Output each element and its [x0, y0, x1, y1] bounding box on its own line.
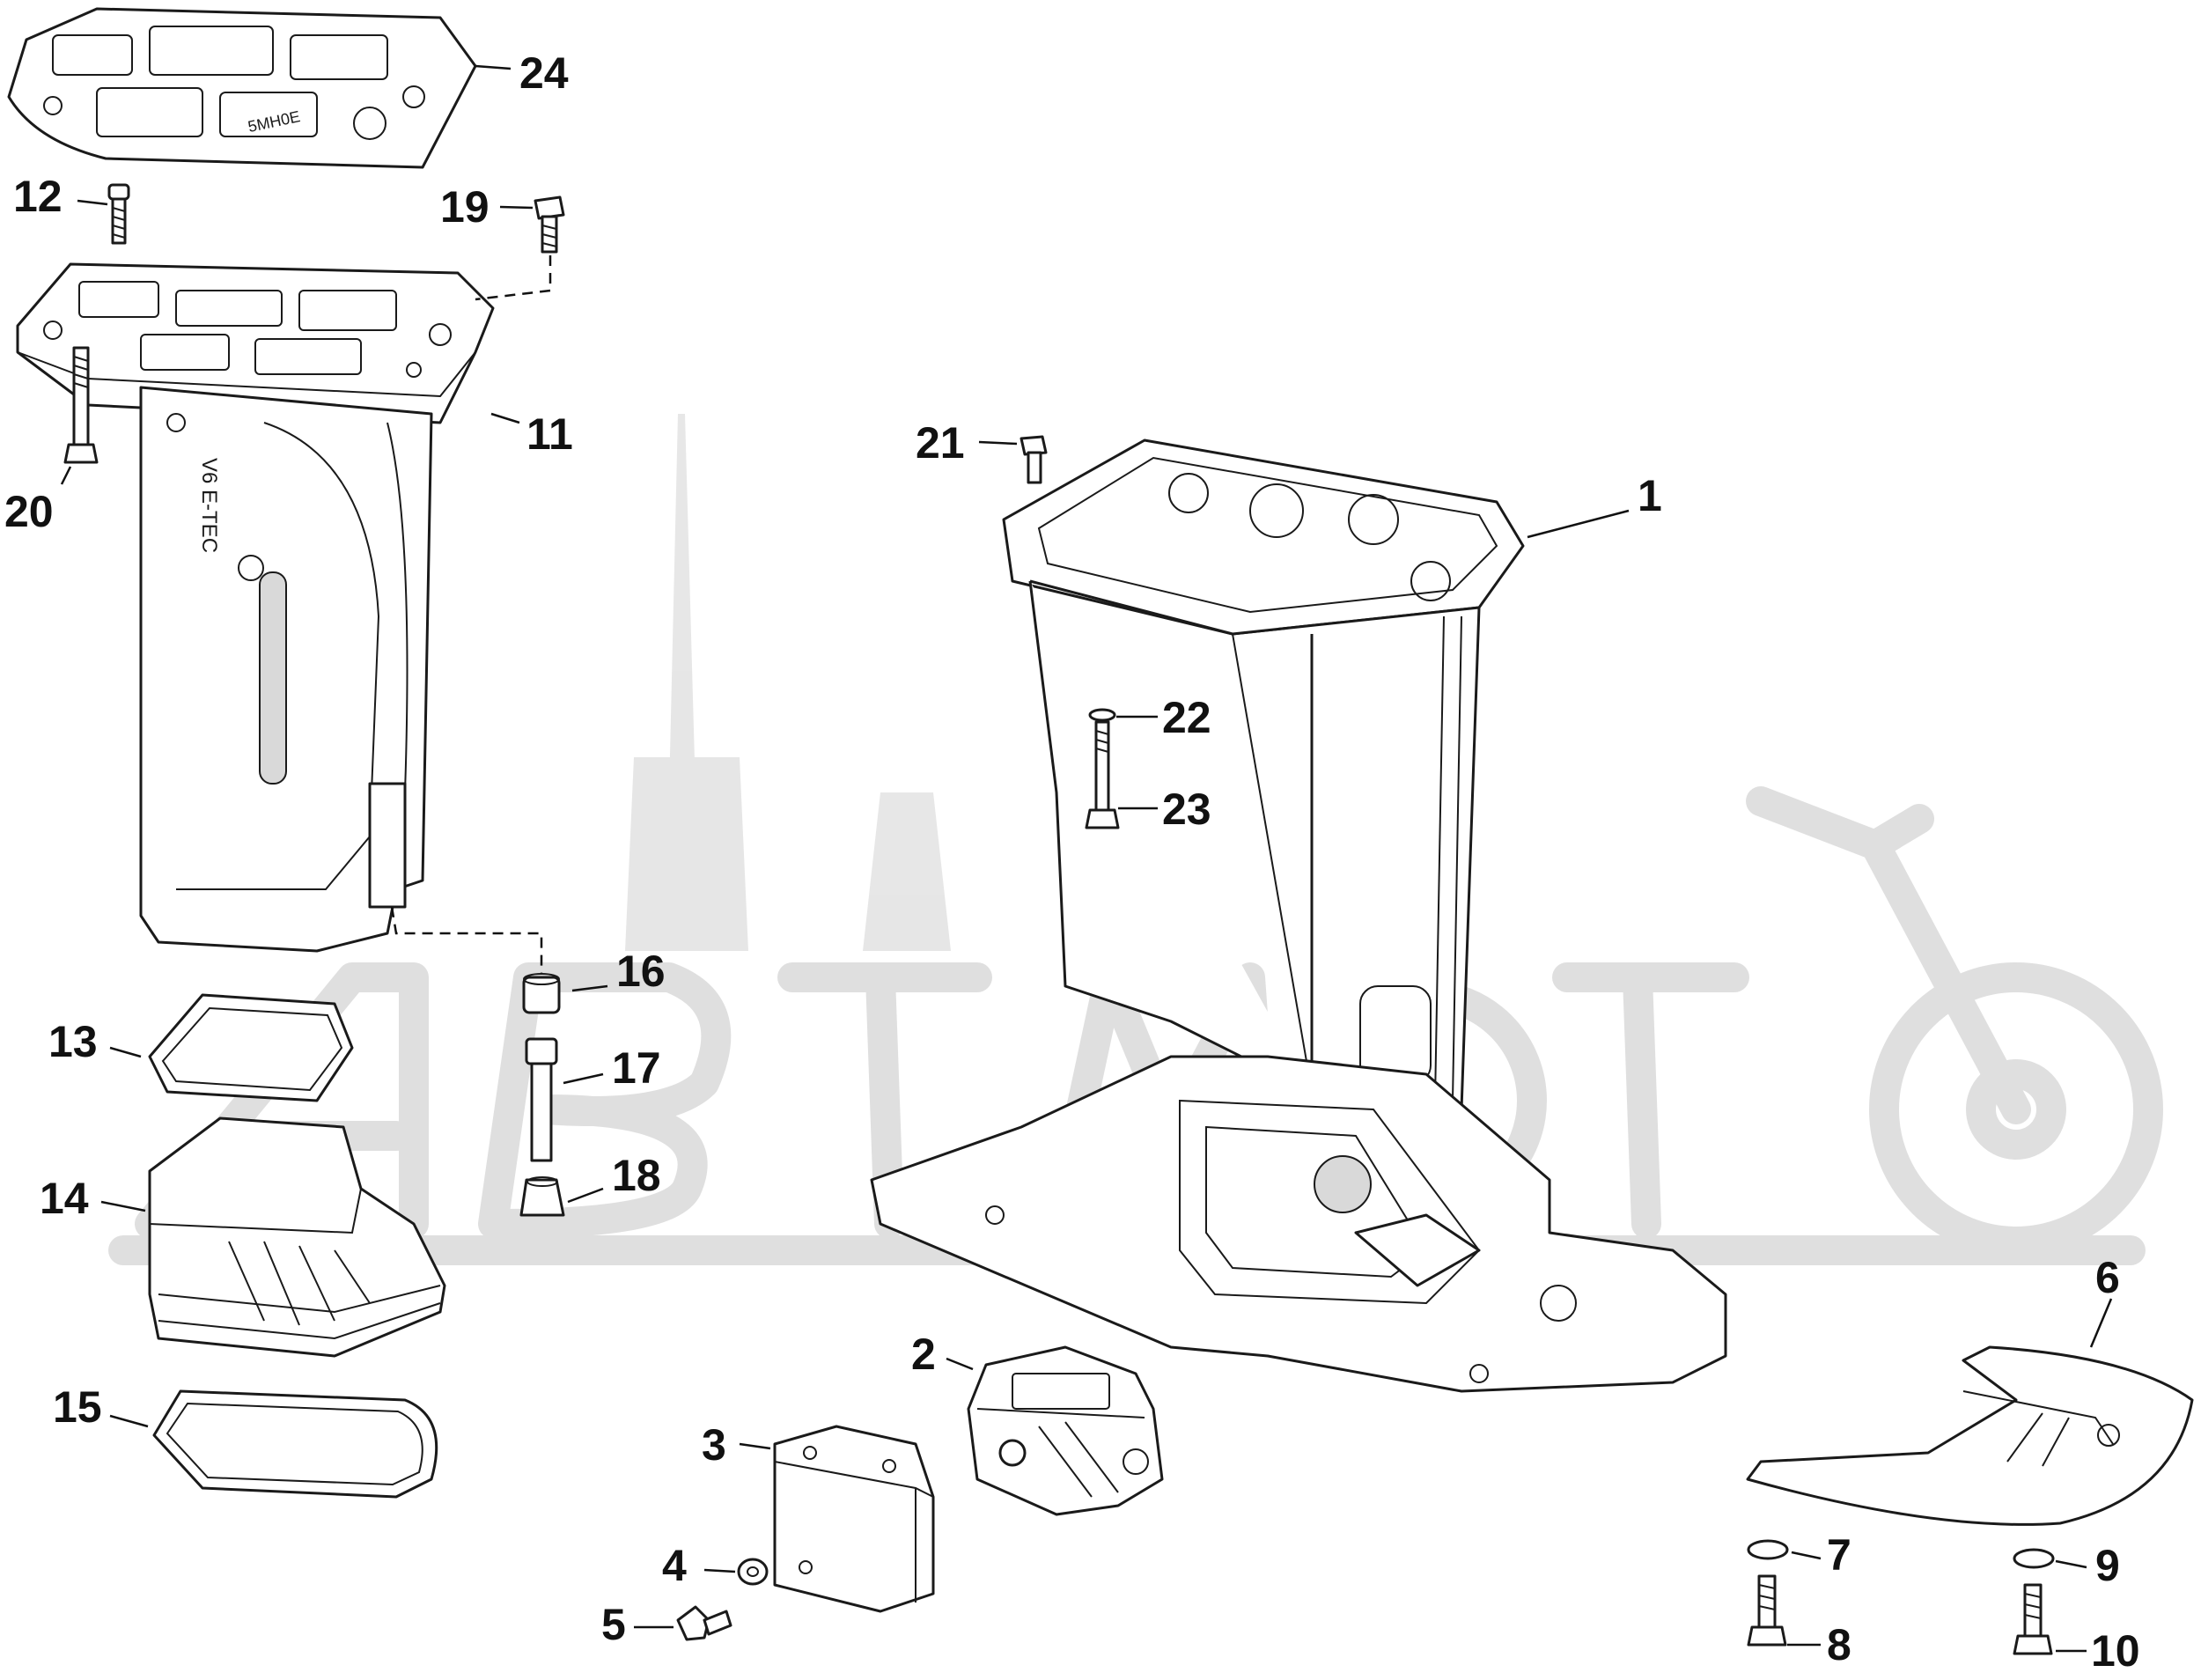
callout-23: 23	[1162, 785, 1211, 834]
leader-15	[109, 1414, 149, 1428]
leader-6	[2089, 1298, 2113, 1348]
part-1-midsection-housing	[870, 438, 1727, 1393]
callout-12: 12	[13, 172, 63, 221]
part-12-screw	[107, 183, 130, 245]
callout-9: 9	[2095, 1541, 2120, 1590]
callout-4: 4	[662, 1541, 687, 1590]
leader-3	[739, 1442, 771, 1450]
part-13-seal	[148, 993, 354, 1102]
watermark-letter-v	[478, 962, 732, 1239]
part-16-bushing	[522, 973, 561, 1014]
leader-13	[109, 1046, 142, 1058]
leader-12	[77, 199, 108, 206]
part-24-gasket: 5MH0E	[7, 7, 477, 169]
callout-3: 3	[702, 1420, 726, 1470]
callout-16: 16	[616, 947, 666, 996]
callout-6: 6	[2095, 1253, 2120, 1302]
dashed-19	[475, 255, 552, 301]
part-18-grommet	[519, 1176, 565, 1217]
leader-lines	[60, 64, 2113, 1653]
leader-4	[703, 1568, 736, 1573]
exhaust-housing: V6 E-TEC	[139, 386, 433, 953]
part-22-washer	[1088, 708, 1116, 722]
leader-2	[946, 1357, 974, 1371]
part-10-bolt	[2013, 1583, 2053, 1655]
leader-1	[1527, 509, 1630, 539]
watermark-tower	[625, 757, 748, 951]
leader-20	[60, 466, 72, 485]
leader-14	[100, 1200, 146, 1212]
watermark-letter-t2	[1552, 962, 1749, 1239]
callout-5: 5	[601, 1600, 626, 1649]
watermark-hub	[1966, 1059, 2066, 1160]
callout-20: 20	[4, 487, 54, 536]
leader-11	[490, 412, 520, 424]
leader-17	[563, 1072, 604, 1085]
callout-13: 13	[48, 1017, 98, 1066]
part-2-lower-mount	[967, 1345, 1164, 1516]
callout-18: 18	[612, 1151, 661, 1200]
callout-8: 8	[1827, 1620, 1851, 1669]
callout-21: 21	[916, 418, 965, 468]
leader-16	[571, 984, 608, 992]
part-14-exhaust-tube	[148, 1116, 446, 1358]
housing-marking: V6 E-TEC	[197, 458, 221, 553]
part-5-bolt	[676, 1605, 732, 1641]
part-11-adapter-plate	[16, 262, 495, 424]
part-20-bolt	[63, 346, 99, 464]
leader-9	[2055, 1559, 2087, 1569]
callout-11: 11	[526, 409, 573, 459]
callout-1: 1	[1638, 471, 1662, 520]
part-9-washer	[2013, 1548, 2055, 1569]
callout-22: 22	[1162, 693, 1211, 742]
callout-2: 2	[911, 1330, 936, 1379]
leader-21	[978, 440, 1018, 446]
leader-18	[567, 1187, 604, 1204]
leader-7	[1791, 1551, 1822, 1560]
part-6-trim-tab	[1746, 1345, 2194, 1526]
part-23-bolt	[1085, 720, 1120, 829]
part-8-bolt	[1747, 1574, 1787, 1647]
part-19-bolt	[534, 195, 565, 254]
callout-15: 15	[53, 1382, 102, 1432]
callout-7: 7	[1827, 1530, 1851, 1580]
part-7-washer	[1747, 1539, 1789, 1560]
callout-14: 14	[40, 1174, 89, 1223]
callout-10: 10	[2091, 1626, 2140, 1676]
watermark-spire	[669, 414, 696, 792]
part-3-cover	[773, 1425, 935, 1613]
watermark-fork	[1746, 786, 2031, 1124]
callout-labels: 24 12 19 11 20 21 1 22 23 16 17 18 13 14…	[4, 48, 2140, 1676]
leader-24	[475, 64, 512, 70]
callout-24: 24	[519, 48, 569, 98]
callout-19: 19	[440, 182, 490, 232]
part-15-seal-ring	[152, 1389, 438, 1499]
part-4-washer	[737, 1558, 769, 1586]
leader-19	[499, 205, 534, 210]
part-17-tube	[525, 1037, 558, 1162]
watermark-dome	[863, 792, 951, 951]
part-21-bolt	[1020, 435, 1048, 484]
callout-17: 17	[612, 1043, 661, 1093]
